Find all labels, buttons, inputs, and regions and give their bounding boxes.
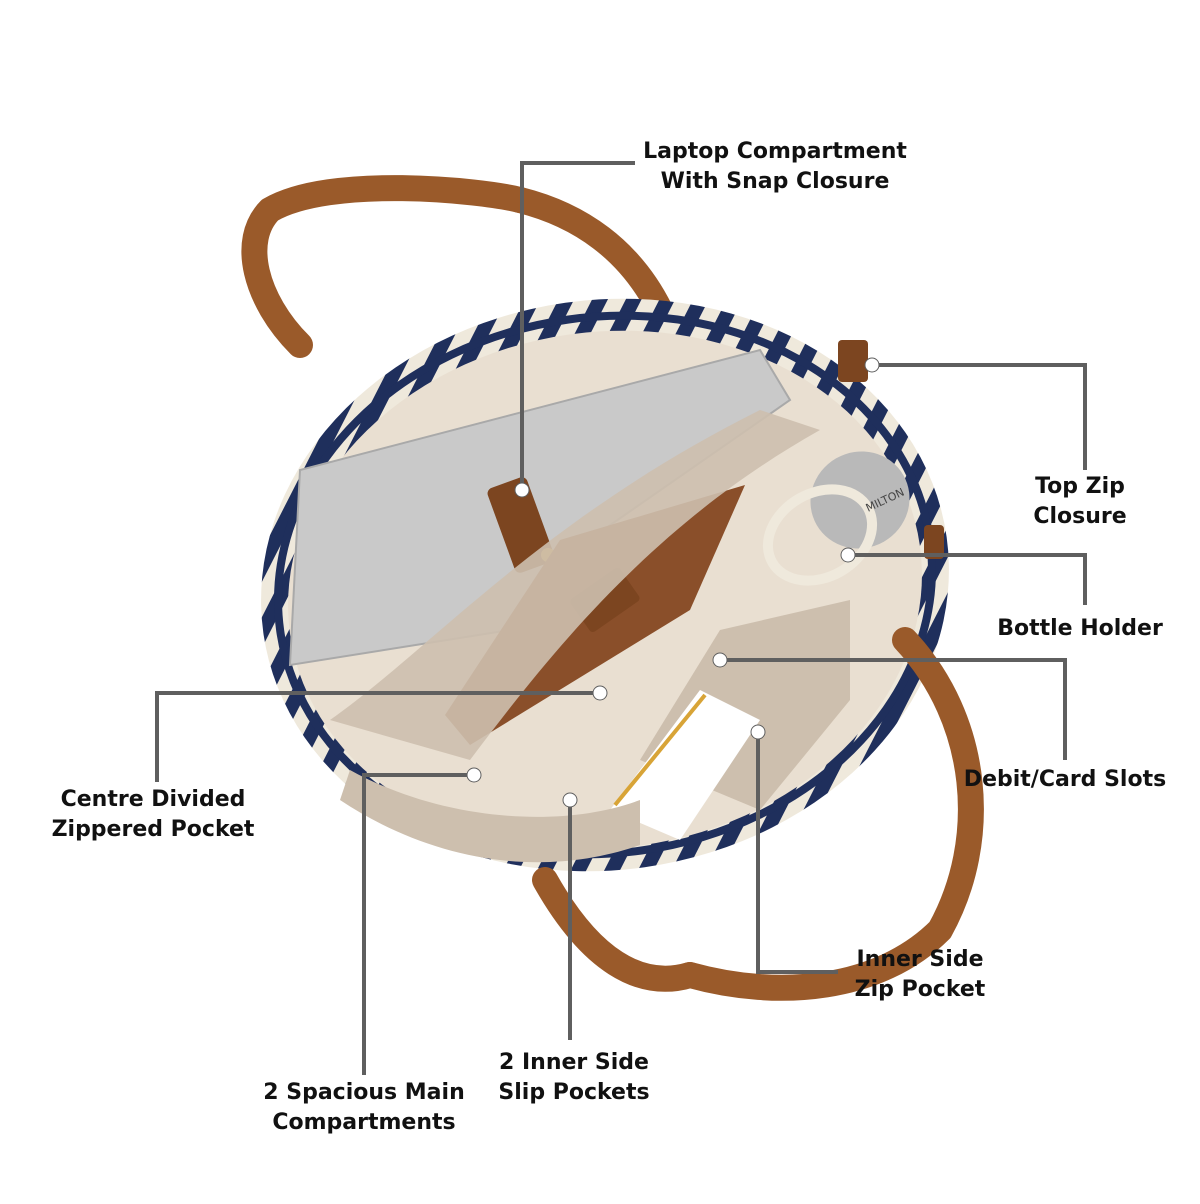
zip-line	[613, 693, 707, 807]
marker-dot-bottle	[840, 547, 856, 563]
leader-line-bottle	[848, 553, 1087, 605]
leader-line-centre	[155, 691, 600, 782]
label-laptop: Laptop Compartment With Snap Closure	[643, 137, 907, 197]
marker-dot-innerzip	[750, 724, 766, 740]
label-slip-pockets: 2 Inner Side Slip Pockets	[498, 1048, 649, 1108]
front-strap-left	[532, 867, 703, 992]
label-card-slots: Debit/Card Slots	[964, 765, 1166, 795]
label-line: Bottle Holder	[997, 616, 1163, 641]
leader-line-topzip	[872, 363, 1087, 470]
marker-dot-centre	[592, 685, 608, 701]
notebook-strap	[570, 567, 640, 633]
leader-line-innerzip	[756, 732, 838, 974]
label-line: Closure	[1033, 504, 1127, 529]
leader-line-main	[362, 773, 474, 1075]
label-line: 2 Spacious Main	[263, 1080, 465, 1105]
leader-line-card	[720, 658, 1067, 760]
back-strap-right	[507, 187, 673, 323]
marker-dot-main	[466, 767, 482, 783]
label-inner-zip: Inner Side Zip Pocket	[855, 945, 986, 1005]
label-line: 2 Inner Side	[499, 1050, 649, 1075]
label-line: Zip Pocket	[854, 977, 986, 1002]
inner-zip-pocket	[610, 690, 760, 840]
leader-line-laptop	[520, 161, 635, 490]
strap-tab-top	[838, 340, 868, 382]
callout-layer	[155, 161, 1087, 1075]
strap-tab-right	[924, 525, 944, 559]
label-line: Inner Side	[856, 947, 984, 972]
label-main-compartments: 2 Spacious Main Compartments	[263, 1078, 464, 1138]
label-line: Top Zip	[1035, 474, 1125, 499]
front-strap-right	[677, 627, 984, 1001]
label-line: Laptop Compartment	[643, 139, 907, 164]
label-line: Centre Divided	[60, 787, 246, 812]
centre-divider	[330, 410, 820, 760]
label-bottle-holder: Bottle Holder	[997, 614, 1163, 644]
bottle-holder	[762, 484, 878, 586]
laptop-snap-tab	[487, 477, 555, 573]
marker-dot-slip	[562, 792, 578, 808]
front-slip-pockets	[340, 770, 640, 863]
label-line: Zippered Pocket	[51, 817, 255, 842]
marker-dot-card	[712, 652, 728, 668]
back-strap-left	[241, 175, 533, 358]
label-line: Debit/Card Slots	[963, 767, 1167, 792]
marker-dot-topzip	[864, 357, 880, 373]
marker-dot-laptop	[514, 482, 530, 498]
label-line: Compartments	[272, 1110, 456, 1135]
label-line: With Snap Closure	[660, 169, 890, 194]
label-centre-pocket: Centre Divided Zippered Pocket	[52, 785, 255, 845]
label-line: Slip Pockets	[498, 1080, 650, 1105]
label-top-zip: Top Zip Closure	[1033, 472, 1126, 532]
